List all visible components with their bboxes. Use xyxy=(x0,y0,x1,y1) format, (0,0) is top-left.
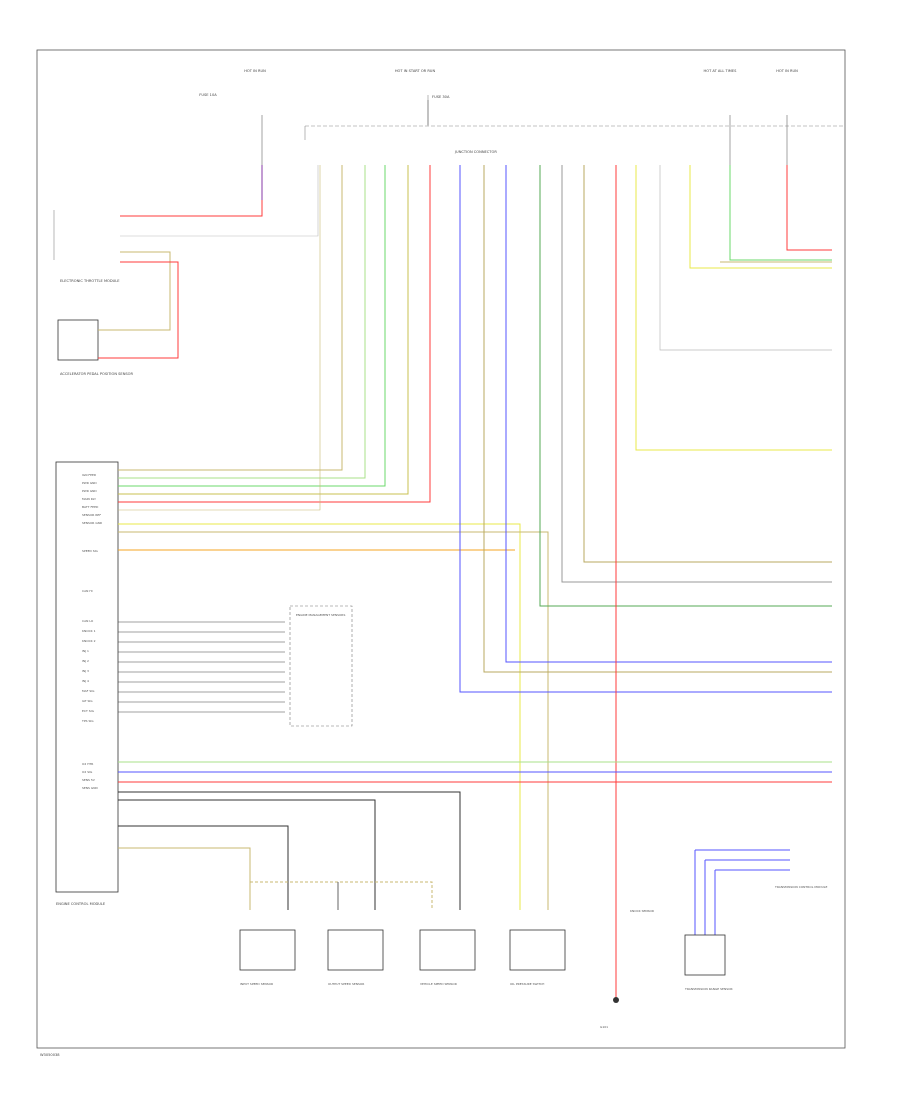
wire-ecm-tan-3 xyxy=(118,531,549,910)
wire-lower-black-1 xyxy=(118,791,461,910)
ecm-pin-labels: IGN FEED PWR GND PWR GND MAIN RLY BATT F… xyxy=(81,473,103,790)
wire-yellow-right xyxy=(635,165,832,451)
wire-left-gray xyxy=(120,165,319,237)
ecm-pin-22: SENS 5V xyxy=(82,778,96,782)
wire-red-right xyxy=(786,165,832,251)
trans-range-label: TRANSMISSION RANGE SENSOR xyxy=(684,987,733,991)
ecm-pin-20: O2 HTR xyxy=(82,762,93,766)
diagram-frame xyxy=(36,49,846,1049)
trans-module-label: TRANSMISSION CONTROL MODULE xyxy=(774,885,827,889)
wire-ecm-green xyxy=(118,165,366,479)
ecm-pin-17: IAT SIG xyxy=(82,699,93,703)
junction-connector-label: JUNCTION CONNECTOR xyxy=(454,150,497,154)
ecm-box xyxy=(55,461,119,893)
wire-left-tan xyxy=(98,251,171,331)
wire-green-mid xyxy=(539,165,832,607)
ecm-pin-15: INJ 4 xyxy=(82,679,89,683)
ecm-pin-12: INJ 1 xyxy=(82,649,89,653)
ecm-pin-9: CAN LO xyxy=(82,619,94,623)
wire-gray-mid xyxy=(561,165,832,583)
wires xyxy=(98,165,832,1000)
wire-lower-black-3 xyxy=(118,825,289,910)
wire-ecm-tan-1 xyxy=(118,165,343,471)
hot-run-label-2: HOT IN RUN xyxy=(776,69,798,73)
output-speed-sensor-label: OUTPUT SPEED SENSOR xyxy=(328,982,364,986)
ecm-pin-3: MAIN RLY xyxy=(82,497,96,501)
ecm-pin-11: KNOCK 2 xyxy=(82,639,96,643)
ecm-pin-19: TPS SIG xyxy=(81,719,94,723)
wire-tan-mid xyxy=(483,165,832,673)
hot-run-label-1: HOT IN RUN xyxy=(244,69,266,73)
ecm-pin-5: SENSOR REF xyxy=(82,513,101,517)
ecm-pin-21: O2 SIG xyxy=(82,770,93,774)
wire-gray-right xyxy=(659,165,832,351)
wire-ecm-yellow xyxy=(118,523,521,910)
wire-blue-mid xyxy=(505,165,832,663)
ecm-pin-10: KNOCK 1 xyxy=(82,629,96,633)
footer-code: W3050038 xyxy=(40,1053,60,1057)
ecm-pin-13: INJ 2 xyxy=(82,659,89,663)
engine-sensors-box xyxy=(289,605,353,727)
vehicle-speed-sensor-label: VEHICLE SPEED SENSOR xyxy=(420,982,457,986)
wire-lower-sensor-link xyxy=(250,881,433,910)
throttle-sensor-box xyxy=(57,319,99,361)
knock-sensor-label: KNOCK SENSOR xyxy=(630,909,654,913)
wire-lower-black-2 xyxy=(118,799,376,910)
wire-tan-mid-2 xyxy=(583,165,832,563)
ecm-pin-8: CAN HI xyxy=(82,589,93,593)
engine-sensors-label: ENGINE MANAGEMENT SENSORS xyxy=(296,613,345,617)
left-sensor-module-label: ELECTRONIC THROTTLE MODULE xyxy=(60,279,120,283)
trans-range-box xyxy=(684,934,726,976)
wire-left-red xyxy=(120,165,263,217)
ecm-label: ENGINE CONTROL MODULE xyxy=(56,902,106,906)
ecm-pin-1: PWR GND xyxy=(82,481,97,485)
wire-ecm-red xyxy=(118,165,431,503)
left-fuse-label: FUSE 10A xyxy=(199,93,217,97)
main-fuse-label: FUSE 30A xyxy=(432,95,450,99)
throttle-sensor-label: ACCELERATOR PEDAL POSITION SENSOR xyxy=(60,372,133,376)
ground-symbol xyxy=(613,997,619,1003)
fuse-symbols xyxy=(261,100,788,165)
ecm-pin-14: INJ 3 xyxy=(82,669,89,673)
ecm-pin-4: BATT FEED xyxy=(82,505,99,509)
input-speed-sensor-box xyxy=(239,929,296,971)
ground-label: G101 xyxy=(600,1025,608,1029)
oil-pressure-box xyxy=(509,929,566,971)
wire-lower-tan xyxy=(118,847,251,910)
wire-ecm-lightgreen xyxy=(118,165,386,487)
ecm-pin-6: SENSOR GND xyxy=(82,521,103,525)
ecm-pin-0: IGN FEED xyxy=(82,473,97,477)
ecm-pin-2: PWR GND xyxy=(82,489,97,493)
input-speed-sensor-label: INPUT SPEED SENSOR xyxy=(240,982,273,986)
ecm-pin-18: ECT SIG xyxy=(82,709,95,713)
vehicle-speed-sensor-box xyxy=(419,929,476,971)
wire-left-red-2 xyxy=(98,261,179,359)
wire-yellow-right-2 xyxy=(689,165,832,269)
wire-blue-long xyxy=(459,165,832,693)
oil-pressure-label: OIL PRESSURE SWITCH xyxy=(510,982,544,986)
wire-ecm-yellow-tan xyxy=(118,165,409,495)
wire-green-right xyxy=(729,165,832,261)
ecm-pin-16: MAF SIG xyxy=(82,689,95,693)
hot-at-all-times-label: HOT AT ALL TIMES xyxy=(704,69,738,73)
wire-ecm-tan-2 xyxy=(118,165,321,511)
output-speed-sensor-box xyxy=(327,929,384,971)
hot-start-label: HOT IN START OR RUN xyxy=(395,69,436,73)
ecm-pin-7: SPEED SIG xyxy=(82,549,99,553)
ecm-pin-23: SENS GND xyxy=(82,786,98,790)
